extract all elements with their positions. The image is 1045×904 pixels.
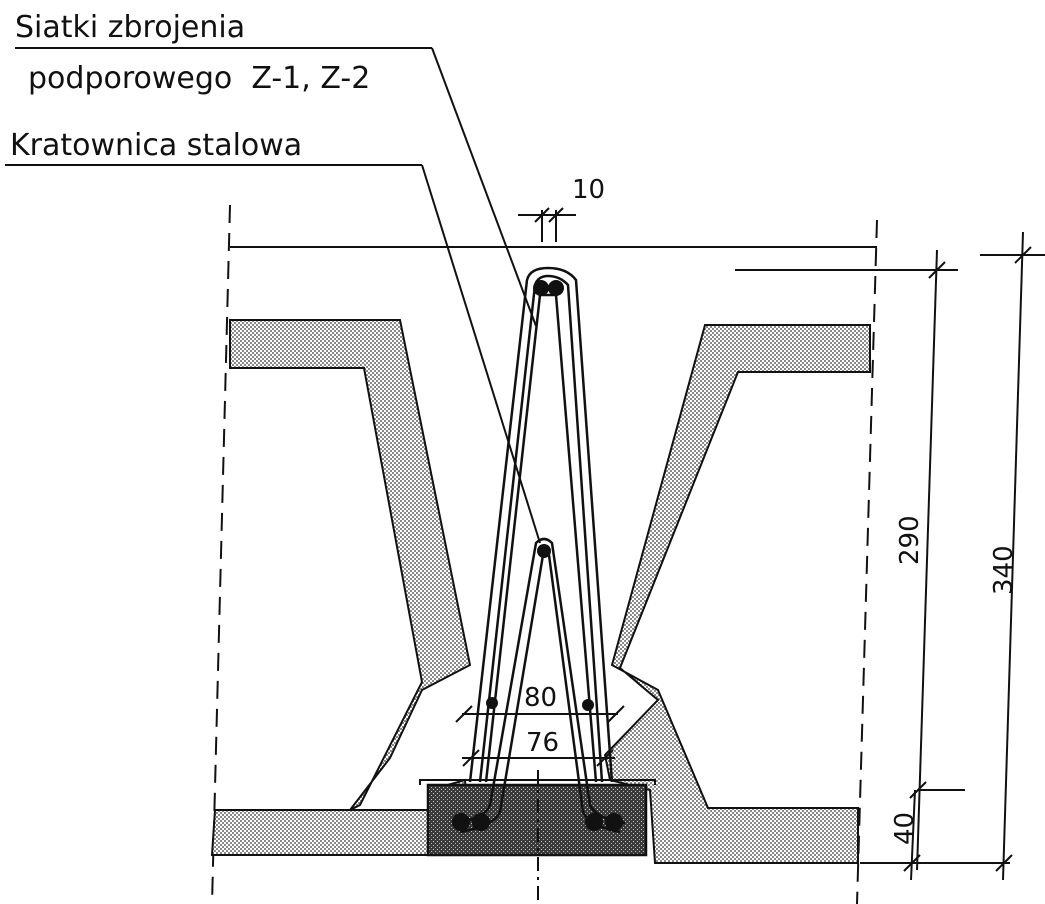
dim-76-label: 76 bbox=[526, 728, 559, 758]
left-boundary-line bbox=[211, 204, 231, 904]
truss-label: Kratownica stalowa bbox=[10, 128, 302, 163]
dim-40-label: 40 bbox=[890, 812, 920, 845]
mesh-leader bbox=[15, 47, 537, 327]
dim-height-290 bbox=[735, 249, 965, 871]
dim-inner-width-lower bbox=[462, 749, 615, 767]
dim-height-340 bbox=[980, 231, 1045, 881]
dim-10-label: 10 bbox=[572, 175, 605, 205]
left-concrete-block bbox=[210, 319, 472, 856]
right-concrete-block bbox=[603, 324, 871, 864]
dim-inner-width-upper bbox=[455, 705, 625, 723]
dim-290-label: 290 bbox=[895, 515, 925, 565]
bar-sections bbox=[452, 280, 623, 831]
dim-340-label: 340 bbox=[989, 545, 1019, 595]
dim-rib-gap-top bbox=[518, 207, 576, 242]
right-boundary-line bbox=[856, 219, 878, 904]
mesh-label-line2: podporowego Z-1, Z-2 bbox=[28, 61, 370, 96]
dim-height-40 bbox=[860, 789, 1010, 881]
mesh-label-line1: Siatki zbrojenia bbox=[15, 10, 245, 45]
dim-80-label: 80 bbox=[524, 683, 557, 713]
